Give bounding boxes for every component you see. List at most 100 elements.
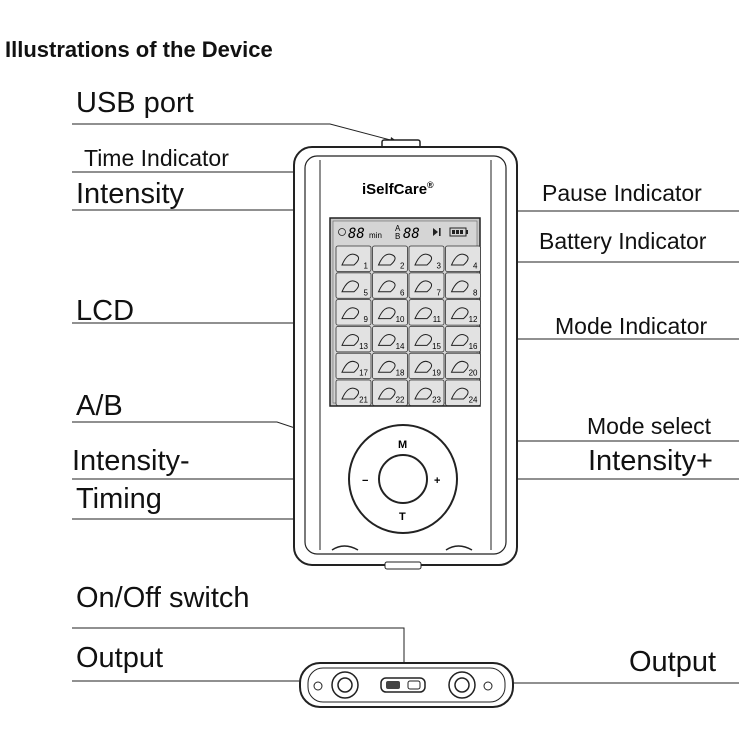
mode-cell: 3 (408, 245, 445, 272)
mode-cell: 11 (408, 299, 445, 326)
brand-logo: iSelfCare® (362, 180, 434, 198)
screw-icon-left (313, 681, 323, 691)
mode-number: 2 (400, 262, 405, 271)
mode-button[interactable]: M (398, 439, 407, 451)
mode-number: 9 (364, 315, 369, 324)
body-part-icon (414, 280, 433, 293)
mode-cell: 18 (372, 352, 408, 380)
body-part-icon (341, 387, 360, 400)
body-part-icon (414, 253, 433, 266)
mode-cell: 20 (445, 352, 481, 380)
body-part-icon (377, 307, 396, 320)
label-intensity-plus: Intensity+ (588, 445, 713, 477)
mode-cell: 5 (335, 272, 372, 299)
mode-cell: 2 (372, 245, 408, 272)
mode-cell: 19 (408, 352, 445, 380)
mode-number: 10 (396, 315, 405, 324)
pause-icon (433, 228, 441, 236)
body-part-icon (341, 334, 360, 346)
body-part-icon (341, 360, 360, 373)
mode-number: 12 (469, 315, 478, 324)
body-part-icon (377, 334, 396, 346)
body-part-icon (450, 360, 469, 373)
mode-cell: 13 (335, 325, 372, 353)
mode-cell: 15 (408, 325, 445, 353)
mode-cell: 8 (445, 272, 481, 299)
label-timing: Timing (76, 483, 162, 515)
body-part-icon (341, 280, 360, 293)
intensity-plus-button[interactable]: + (434, 475, 440, 487)
label-mode-select: Mode select (587, 413, 712, 439)
body-part-icon (377, 280, 396, 293)
mode-cell: 1 (335, 245, 372, 272)
body-part-icon (414, 334, 433, 346)
mode-cell: 24 (445, 379, 481, 406)
mode-number: 13 (359, 342, 368, 351)
leader-usb (72, 123, 399, 143)
mode-cell: 12 (445, 299, 481, 326)
mode-number: 4 (473, 262, 478, 271)
screw-icon-right (483, 681, 493, 691)
intensity-minus-button[interactable]: − (362, 475, 368, 487)
mode-cell: 21 (335, 379, 372, 406)
mode-cell: 22 (372, 379, 408, 406)
mode-number: 3 (437, 262, 442, 271)
body-part-icon (341, 253, 360, 266)
label-pause-indicator: Pause Indicator (542, 180, 702, 206)
mode-number: 1 (364, 262, 369, 271)
lcd-intensity-readout: 88 (403, 226, 420, 242)
label-lcd: LCD (76, 295, 135, 327)
clock-icon (338, 228, 346, 236)
mode-cell: 16 (445, 325, 481, 353)
mode-number: 18 (396, 369, 405, 378)
mode-number: 24 (469, 396, 478, 405)
mode-number: 22 (396, 396, 405, 405)
mode-number: 17 (359, 369, 368, 378)
lcd-time-unit: min (369, 231, 382, 240)
mode-number: 20 (469, 369, 478, 378)
mode-number: 5 (364, 288, 369, 297)
mode-cell: 10 (372, 299, 408, 326)
body-part-icon (377, 253, 396, 266)
body-part-icon (450, 253, 469, 266)
label-output-left: Output (76, 642, 164, 674)
body-part-icon (450, 280, 469, 293)
mode-cell: 6 (372, 272, 408, 299)
mode-cell: 23 (408, 379, 445, 406)
mode-number: 23 (432, 396, 441, 405)
lcd-channel-b: B (395, 232, 400, 241)
label-output-right: Output (629, 646, 717, 678)
mode-number: 15 (432, 342, 441, 351)
label-on-off-switch: On/Off switch (76, 582, 250, 614)
body-part-icon (414, 360, 433, 373)
mode-number: 8 (473, 288, 478, 297)
mode-cell: 4 (445, 245, 481, 272)
timing-button[interactable]: T (399, 511, 406, 523)
label-ab: A/B (76, 390, 123, 422)
output-jack-left (331, 671, 359, 699)
label-usb-port: USB port (76, 87, 194, 119)
label-time-indicator: Time Indicator (84, 145, 229, 171)
mode-number: 6 (400, 288, 405, 297)
battery-icon (449, 227, 468, 237)
output-jack-right (448, 671, 476, 699)
lcd-channel-a: A (395, 224, 401, 233)
ab-button[interactable] (378, 454, 428, 504)
lcd-time-readout: 88 (348, 226, 365, 242)
body-part-icon (450, 387, 469, 400)
mode-cell: 7 (408, 272, 445, 299)
body-part-icon (377, 387, 396, 400)
device-bottom-view (299, 662, 514, 708)
mode-number: 11 (433, 315, 442, 324)
body-part-icon (414, 307, 433, 320)
body-part-icon (377, 360, 396, 373)
body-part-icon (450, 334, 469, 346)
mode-number: 14 (396, 342, 405, 351)
mode-cell: 17 (335, 352, 372, 380)
label-intensity: Intensity (76, 178, 184, 210)
body-part-icon (450, 307, 469, 320)
diagram-title: Illustrations of the Device (5, 37, 273, 62)
mode-number: 7 (437, 288, 442, 297)
